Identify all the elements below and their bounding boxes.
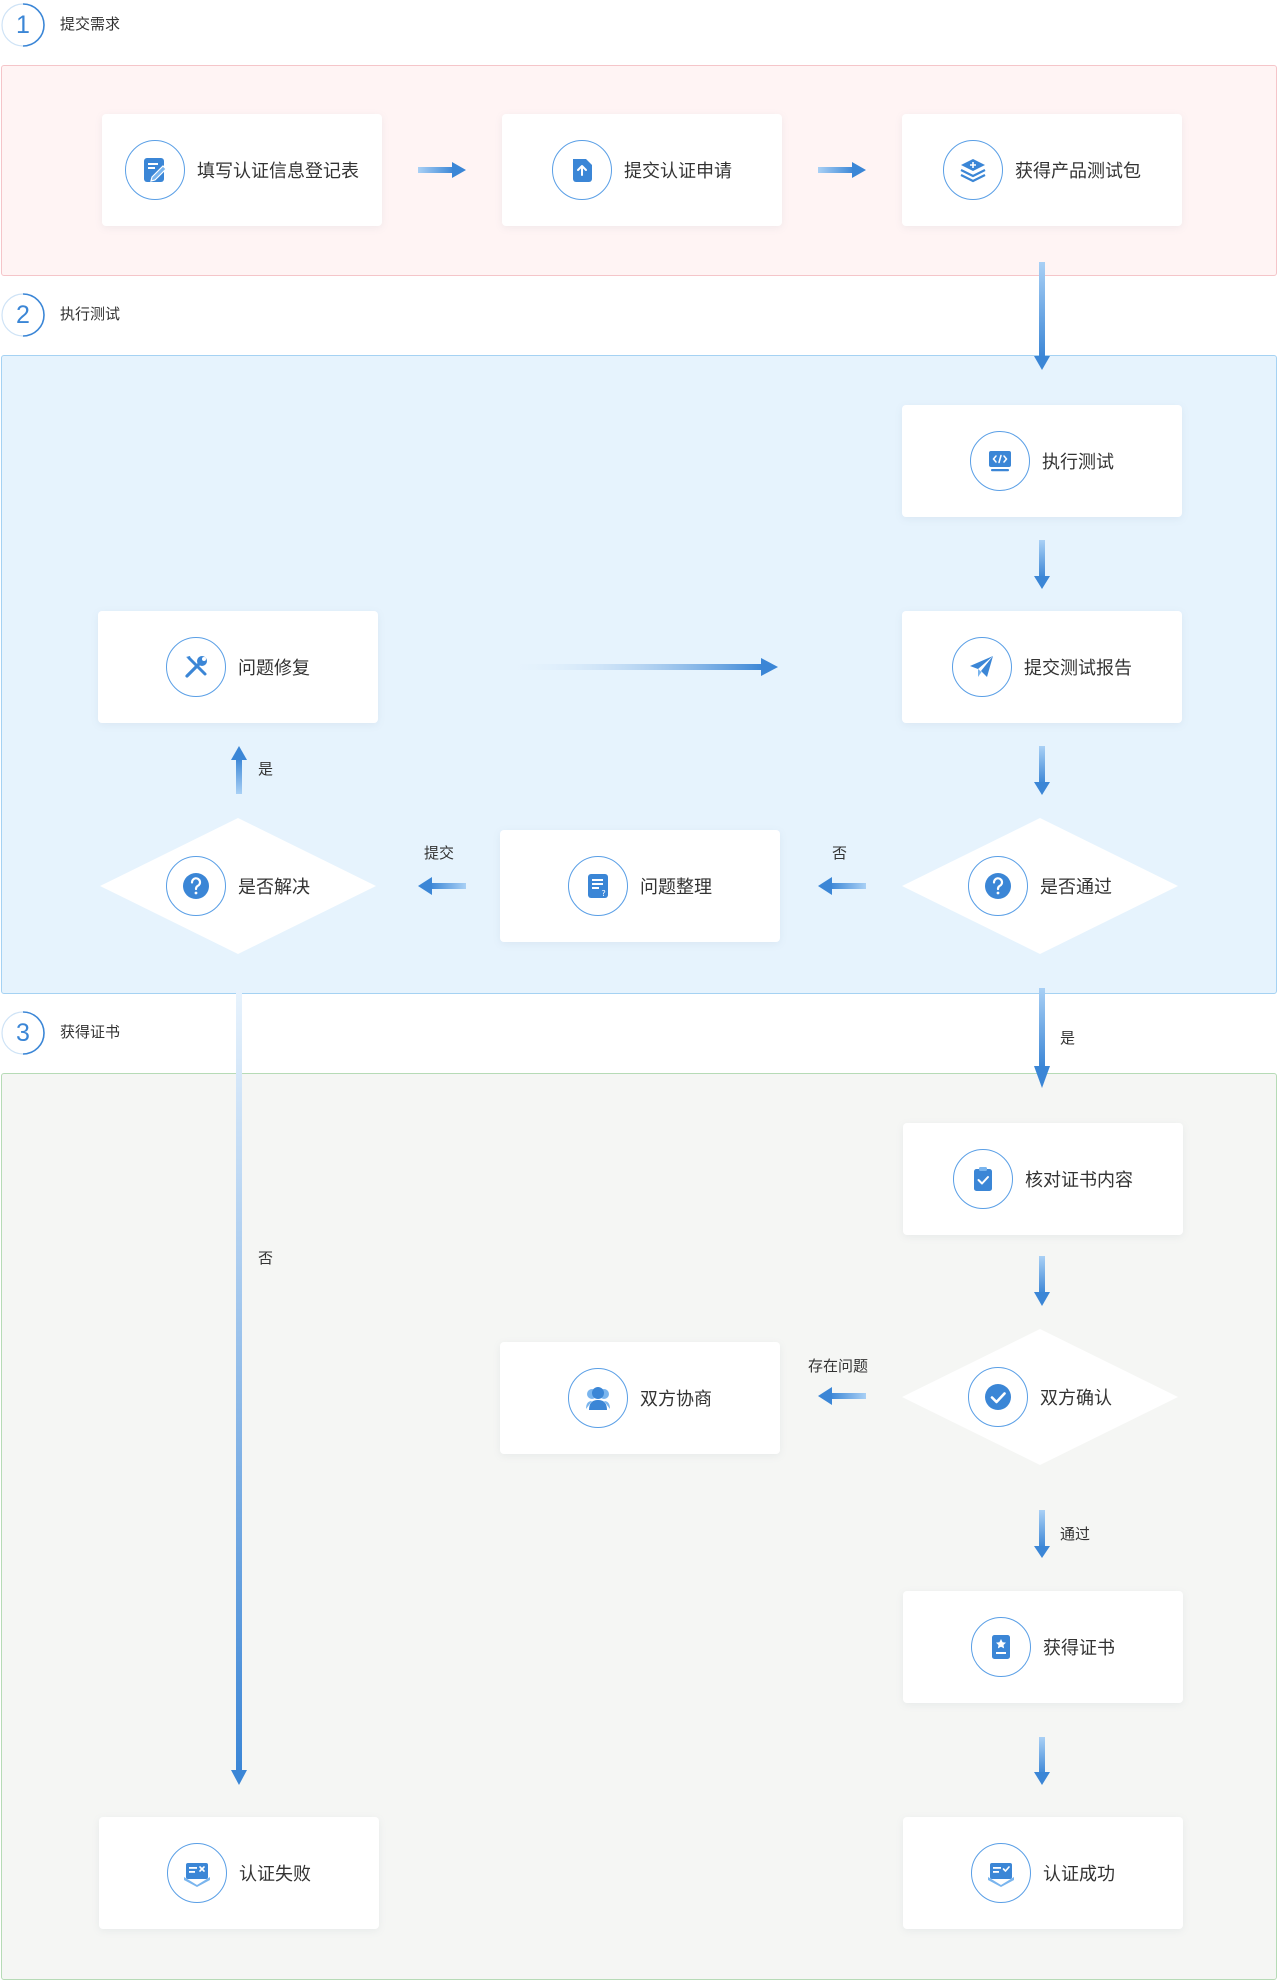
node-get-test-package-label: 获得产品测试包 bbox=[1015, 161, 1141, 182]
step-1-label: 提交需求 bbox=[60, 15, 121, 33]
edge-label-passed-yes: 是 bbox=[1060, 1029, 1076, 1047]
node-organize-issue-label: 问题整理 bbox=[640, 877, 712, 898]
code-monitor-icon bbox=[970, 431, 1030, 491]
edge-label-passed: 通过 bbox=[1060, 1525, 1091, 1543]
card-x-icon bbox=[167, 1843, 227, 1903]
node-cert-failed-label: 认证失败 bbox=[239, 1864, 311, 1885]
arrow-report-to-passed bbox=[1034, 746, 1050, 795]
step-2-label: 执行测试 bbox=[60, 305, 121, 323]
send-icon bbox=[952, 637, 1012, 697]
node-fix-issue-label: 问题修复 bbox=[238, 658, 310, 679]
node-is-passed-label: 是否通过 bbox=[1040, 877, 1112, 898]
arrow-verify-to-confirm bbox=[1034, 1256, 1050, 1306]
arrow-confirm-to-obtain bbox=[1034, 1510, 1050, 1558]
svg-text:?: ? bbox=[602, 889, 606, 898]
node-fix-issue: 问题修复 bbox=[98, 611, 378, 723]
node-cert-success-label: 认证成功 bbox=[1043, 1864, 1115, 1885]
node-organize-issue: ? 问题整理 bbox=[500, 830, 780, 942]
step-2-badge: 2 bbox=[0, 292, 46, 338]
step-1-number: 1 bbox=[16, 11, 30, 39]
certificate-icon bbox=[971, 1617, 1031, 1677]
arrow-passed-to-verify bbox=[1034, 988, 1050, 1088]
document-question-icon: ? bbox=[568, 856, 628, 916]
node-negotiate: 双方协商 bbox=[500, 1342, 780, 1454]
edge-label-passed-no: 否 bbox=[832, 844, 848, 862]
arrow-submit-to-package bbox=[818, 162, 866, 178]
arrow-package-to-execute bbox=[1034, 262, 1050, 370]
arrow-passed-to-organize bbox=[818, 877, 866, 895]
node-obtain-certificate-label: 获得证书 bbox=[1043, 1638, 1115, 1659]
step-3-label: 获得证书 bbox=[60, 1023, 121, 1041]
node-verify-certificate-label: 核对证书内容 bbox=[1025, 1170, 1133, 1191]
edit-form-icon bbox=[125, 140, 185, 200]
node-fill-form: 填写认证信息登记表 bbox=[102, 114, 382, 226]
node-execute-test-label: 执行测试 bbox=[1042, 452, 1114, 473]
step-1-badge: 1 bbox=[0, 2, 46, 48]
card-check-icon bbox=[971, 1843, 1031, 1903]
edge-label-resolved-yes: 是 bbox=[258, 760, 274, 778]
upload-icon bbox=[552, 140, 612, 200]
node-submit-report: 提交测试报告 bbox=[902, 611, 1182, 723]
node-cert-success: 认证成功 bbox=[903, 1817, 1183, 1929]
node-mutual-confirm: 双方确认 bbox=[900, 1327, 1180, 1467]
node-cert-failed: 认证失败 bbox=[99, 1817, 379, 1929]
node-submit-report-label: 提交测试报告 bbox=[1024, 658, 1132, 679]
people-icon bbox=[568, 1368, 628, 1428]
edge-label-resolved-no: 否 bbox=[258, 1249, 274, 1267]
question-icon bbox=[166, 856, 226, 916]
node-is-resolved-label: 是否解决 bbox=[238, 877, 310, 898]
arrow-fill-to-submit bbox=[418, 162, 466, 178]
edge-label-submit: 提交 bbox=[424, 844, 455, 862]
edge-label-has-issue: 存在问题 bbox=[808, 1357, 869, 1375]
arrow-obtain-to-success bbox=[1034, 1737, 1050, 1785]
arrow-fix-to-report bbox=[505, 658, 778, 676]
node-verify-certificate: 核对证书内容 bbox=[903, 1123, 1183, 1235]
node-submit-application: 提交认证申请 bbox=[502, 114, 782, 226]
arrow-organize-to-resolved bbox=[418, 877, 466, 895]
arrow-confirm-to-negotiate bbox=[818, 1387, 866, 1405]
node-submit-application-label: 提交认证申请 bbox=[624, 161, 732, 182]
step-2-number: 2 bbox=[16, 301, 30, 329]
node-get-test-package: 获得产品测试包 bbox=[902, 114, 1182, 226]
tools-icon bbox=[166, 637, 226, 697]
node-obtain-certificate: 获得证书 bbox=[903, 1591, 1183, 1703]
arrow-resolved-to-failed bbox=[231, 990, 247, 1785]
arrow-resolved-to-fix bbox=[231, 746, 247, 794]
check-circle-icon bbox=[968, 1367, 1028, 1427]
question-icon bbox=[968, 856, 1028, 916]
step-3-number: 3 bbox=[16, 1019, 30, 1047]
step-3-badge: 3 bbox=[0, 1010, 46, 1056]
node-negotiate-label: 双方协商 bbox=[640, 1389, 712, 1410]
node-is-passed: 是否通过 bbox=[900, 816, 1180, 956]
node-fill-form-label: 填写认证信息登记表 bbox=[197, 161, 359, 182]
arrow-execute-to-report bbox=[1034, 540, 1050, 589]
node-is-resolved: 是否解决 bbox=[98, 816, 378, 956]
node-mutual-confirm-label: 双方确认 bbox=[1040, 1388, 1112, 1409]
layers-icon bbox=[943, 140, 1003, 200]
node-execute-test: 执行测试 bbox=[902, 405, 1182, 517]
clipboard-check-icon bbox=[953, 1149, 1013, 1209]
